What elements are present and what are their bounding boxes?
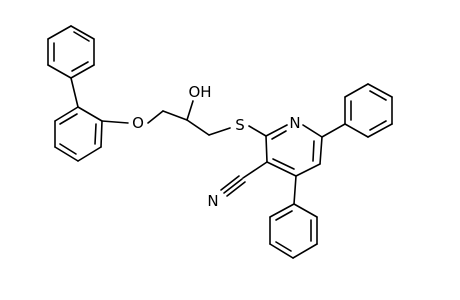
pyridine-nitrogen-label: N <box>289 114 300 132</box>
bond <box>208 127 231 136</box>
bond <box>101 120 129 124</box>
bond <box>265 124 288 137</box>
bond <box>293 203 318 218</box>
double-bond <box>59 143 77 155</box>
bond <box>70 64 95 79</box>
phenyl-ring-bottom <box>269 203 318 259</box>
bond <box>302 124 323 138</box>
double-bond <box>71 61 89 72</box>
oxygen-label: O <box>132 114 144 132</box>
bond <box>77 146 102 162</box>
phenyl-ring-lower-left <box>54 106 103 162</box>
bond <box>70 25 95 40</box>
bond <box>367 83 393 98</box>
bond <box>100 120 103 148</box>
double-bond <box>272 158 295 170</box>
bond <box>367 123 393 138</box>
double-bond <box>369 120 387 131</box>
triple-bond <box>223 178 243 194</box>
bond <box>162 110 188 121</box>
bond <box>77 106 103 122</box>
biaryl-bond <box>70 77 79 108</box>
double-bond <box>369 90 387 101</box>
bond <box>248 125 267 137</box>
double-bond <box>94 123 97 145</box>
bond <box>242 161 268 179</box>
double-bond <box>73 31 90 42</box>
bond <box>186 100 194 121</box>
phenyl-ring-right <box>344 83 393 138</box>
bond <box>265 135 268 163</box>
triple-bond <box>226 181 246 197</box>
double-bond <box>312 140 315 162</box>
bond <box>269 203 295 218</box>
bond <box>293 175 297 205</box>
bond <box>47 64 72 79</box>
sulfur-label: S <box>235 116 245 134</box>
phenyl-ring-top-left <box>47 25 95 79</box>
bond <box>186 119 210 136</box>
bond <box>344 83 369 98</box>
double-bond <box>275 241 292 252</box>
double-bond <box>59 113 78 125</box>
triple-bond <box>220 175 240 191</box>
bond <box>321 123 346 138</box>
bond <box>47 25 72 40</box>
bond <box>269 243 294 259</box>
bond <box>54 106 79 122</box>
bond <box>319 136 323 165</box>
bond <box>147 110 164 124</box>
double-bond <box>271 130 287 140</box>
bond <box>54 146 79 162</box>
bond <box>344 123 369 138</box>
bond <box>295 163 321 177</box>
nitrile-nitrogen-label: N <box>207 192 218 210</box>
bond <box>266 161 297 177</box>
double-bond <box>275 210 293 221</box>
pyridine-ring <box>265 124 323 177</box>
bond <box>292 243 318 259</box>
hydroxyl-label: OH <box>188 83 211 101</box>
